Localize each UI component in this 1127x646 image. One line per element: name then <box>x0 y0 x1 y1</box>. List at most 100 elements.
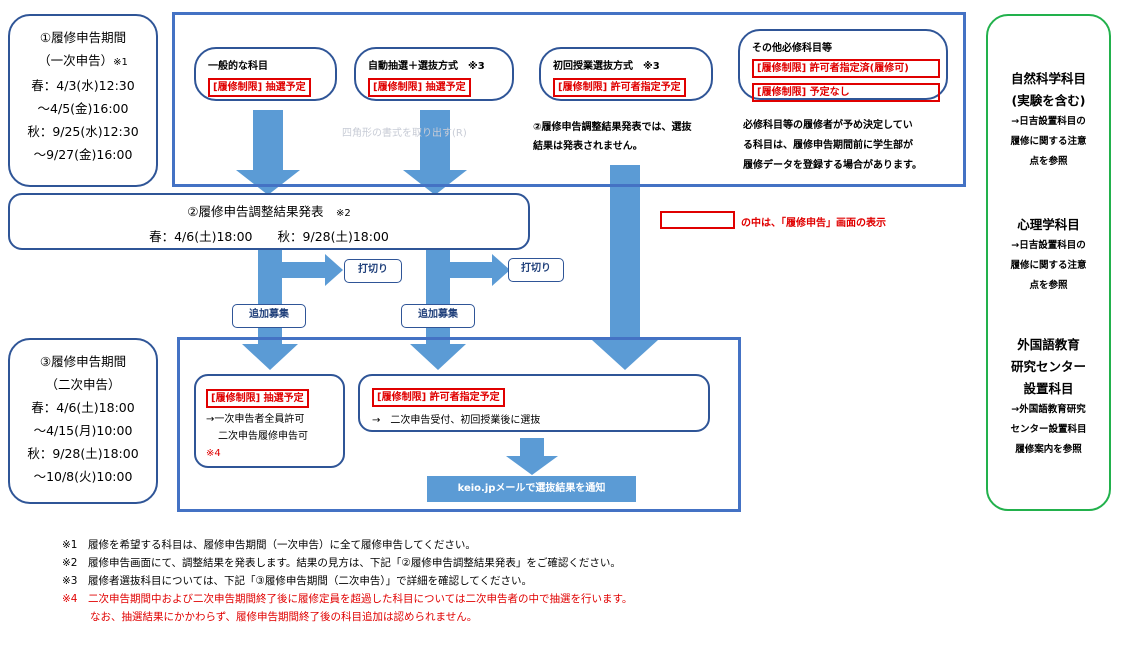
period3-spring-end: 〜4/15(月)10:00 <box>33 423 133 438</box>
footnote-1-text: 履修を希望する科目は、履修申告期間（一次申告）に全て履修申告してください。 <box>87 539 476 551</box>
cutoff-tag-1: 打切り <box>344 259 402 283</box>
category-first-class-label: 初回授業選抜方式 <box>553 61 633 72</box>
second-lottery-box: [履修制限] 抽選予定 →一次申告者全員許可 二次申告履修申告可 ※4 <box>194 374 345 468</box>
second-permit-box: [履修制限] 許可者指定予定 → 二次申告受付、初回授業後に選抜 <box>358 374 710 432</box>
period1-spring-end: 〜4/5(金)16:00 <box>37 101 129 116</box>
result-autumn: 秋：9/28(土)18:00 <box>277 229 389 244</box>
subject-psychology: 心理学科目 →日吉設置科目の 履修に関する注意 点を参照 <box>988 214 1109 296</box>
arrow-cutoff-2 <box>450 254 510 286</box>
notice-required-line1: 必修科目等の履修者が予め決定してい <box>743 120 913 131</box>
subject-natural-science-sub-2: 履修に関する注意 <box>1010 136 1087 147</box>
footnote-1: ※1 履修を希望する科目は、履修申告期間（一次申告）に全て履修申告してください。 <box>62 536 632 554</box>
footnotes: ※1 履修を希望する科目は、履修申告期間（一次申告）に全て履修申告してください。… <box>62 536 632 626</box>
subject-natural-science-title-1: 自然科学科目 <box>1010 71 1086 86</box>
arrow-first-class-to-second <box>592 165 658 370</box>
subject-foreign-language-title-3: 設置科目 <box>1023 381 1074 396</box>
subject-natural-science-sub-3: 点を参照 <box>1029 156 1068 167</box>
notice-first-class: ②履修申告調整結果発表では、選抜 結果は発表されません。 <box>533 118 691 156</box>
result-spring: 春：4/6(土)18:00 <box>149 229 253 244</box>
result-mark: ※2 <box>335 208 351 219</box>
subject-psychology-sub-1: →日吉設置科目の <box>1011 240 1086 251</box>
period1-autumn-end: 〜9/27(金)16:00 <box>33 147 133 162</box>
mail-notice: keio.jpメールで選抜結果を通知 <box>427 476 636 502</box>
category-other-required: その他必修科目等 [履修制限] 許可者指定済(履修可) [履修制限] 予定なし <box>738 29 948 102</box>
notice-required: 必修科目等の履修者が予め決定してい る科目は、履修申告期間前に学生部が 履修デー… <box>743 116 922 176</box>
subject-psychology-sub-2: 履修に関する注意 <box>1010 260 1087 271</box>
period1-subtitle: （一次申告） <box>38 53 114 68</box>
category-frame <box>172 12 966 187</box>
notice-first-class-line1: ②履修申告調整結果発表では、選抜 <box>533 122 692 133</box>
subject-natural-science-sub-1: →日吉設置科目の <box>1011 116 1086 127</box>
period3-box: ③履修申告期間 （二次申告） 春：4/6(土)18:00 〜4/15(月)10:… <box>8 338 158 504</box>
subject-psychology-title-1: 心理学科目 <box>1017 217 1080 232</box>
footnote-4-mark: ※4 <box>62 593 78 605</box>
category-first-class-mark: ※3 <box>643 61 660 72</box>
category-auto-label: 自動抽選＋選抜方式 <box>368 61 458 72</box>
subject-psychology-sub-3: 点を参照 <box>1029 280 1068 291</box>
subject-foreign-language: 外国語教育 研究センター 設置科目 →外国語教育研究 センター設置科目 履修案内… <box>988 334 1109 460</box>
footnote-3: ※3 履修者選抜科目については、下記「③履修申告期間（二次申告）」で詳細を確認し… <box>62 572 632 590</box>
period3-autumn-end: 〜10/8(火)10:00 <box>33 469 133 484</box>
additional-tag-1: 追加募集 <box>232 304 306 328</box>
period3-subtitle: （二次申告） <box>45 377 121 392</box>
legend-swatch <box>660 211 735 229</box>
second-lottery-line1: →一次申告者全員許可 <box>206 414 305 425</box>
arrow-cutoff-1 <box>282 254 343 286</box>
category-general-tag: [履修制限] 抽選予定 <box>208 78 311 97</box>
footnote-3-text: 履修者選抜科目については、下記「③履修申告期間（二次申告）」で詳細を確認してくだ… <box>87 575 532 587</box>
footnote-2: ※2 履修申告画面にて、調整結果を発表します。結果の見方は、下記「②履修申告調整… <box>62 554 632 572</box>
second-lottery-mark: ※4 <box>206 448 221 459</box>
result-title: ②履修申告調整結果発表 <box>187 204 324 219</box>
subject-foreign-language-sub-3: 履修案内を参照 <box>1015 444 1082 455</box>
second-permit-tag: [履修制限] 許可者指定予定 <box>372 388 505 407</box>
footnote-4-text: 二次申告期間中および二次申告期間終了後に履修定員を超過した科目については二次申告… <box>87 593 633 605</box>
footnote-2-text: 履修申告画面にて、調整結果を発表します。結果の見方は、下記「②履修申告調整結果発… <box>87 557 621 569</box>
category-auto: 自動抽選＋選抜方式 ※3 [履修制限] 抽選予定 <box>354 47 514 101</box>
footnote-1-mark: ※1 <box>62 539 78 551</box>
subject-foreign-language-sub-1: →外国語教育研究 <box>1011 404 1086 415</box>
period1-spring-start: 春：4/3(水)12:30 <box>31 78 135 93</box>
footnote-3-mark: ※3 <box>62 575 78 587</box>
second-permit-line1: → 二次申告受付、初回授業後に選抜 <box>372 415 541 426</box>
notice-first-class-line2: 結果は発表されません。 <box>533 141 643 152</box>
footnote-5: なお、抽選結果にかかわらず、履修申告期間終了後の科目追加は認められません。 <box>62 608 632 626</box>
period1-box: ①履修申告期間 （一次申告）※1 春：4/3(水)12:30 〜4/5(金)16… <box>8 14 158 187</box>
period3-spring-start: 春：4/6(土)18:00 <box>31 400 135 415</box>
category-auto-mark: ※3 <box>468 61 485 72</box>
notice-required-line3: 履修データを登録する場合があります。 <box>743 160 922 171</box>
footnote-2-mark: ※2 <box>62 557 78 569</box>
category-other-required-tag2: [履修制限] 予定なし <box>752 83 940 102</box>
notice-required-line2: る科目は、履修申告期間前に学生部が <box>743 140 913 151</box>
period1-autumn-start: 秋：9/25(水)12:30 <box>27 124 139 139</box>
ghost-text: 四角形の書式を取り出す(R) <box>342 128 467 139</box>
period1-title: ①履修申告期間 <box>39 30 127 45</box>
legend-text: の中は、「履修申告」画面の表示 <box>741 218 886 229</box>
category-other-required-tag1: [履修制限] 許可者指定済(履修可) <box>752 59 940 78</box>
cutoff-tag-2: 打切り <box>508 258 564 282</box>
category-general-label: 一般的な科目 <box>208 61 268 72</box>
subject-natural-science-title-2: (実験を含む) <box>1011 93 1086 108</box>
subject-foreign-language-sub-2: センター設置科目 <box>1010 424 1087 435</box>
period3-title: ③履修申告期間 <box>39 354 127 369</box>
category-first-class: 初回授業選抜方式 ※3 [履修制限] 許可者指定予定 <box>539 47 713 101</box>
second-period-frame <box>177 337 741 512</box>
subject-foreign-language-title-2: 研究センター <box>1010 359 1086 374</box>
arrow-general-to-result <box>236 110 300 195</box>
period1-note-mark: ※1 <box>113 57 128 68</box>
result-box: ②履修申告調整結果発表 ※2 春：4/6(土)18:00 秋：9/28(土)18… <box>8 193 530 250</box>
category-other-required-label: その他必修科目等 <box>752 43 832 54</box>
category-general: 一般的な科目 [履修制限] 抽選予定 <box>194 47 337 101</box>
category-first-class-tag: [履修制限] 許可者指定予定 <box>553 78 686 97</box>
subjects-panel: 自然科学科目 (実験を含む) →日吉設置科目の 履修に関する注意 点を参照 心理… <box>986 14 1111 511</box>
arrow-to-mail <box>506 438 558 475</box>
period3-autumn-start: 秋：9/28(土)18:00 <box>27 446 139 461</box>
additional-tag-2: 追加募集 <box>401 304 475 328</box>
footnote-4: ※4 二次申告期間中および二次申告期間終了後に履修定員を超過した科目については二… <box>62 590 632 608</box>
arrow-auto-to-result <box>403 110 467 195</box>
subject-natural-science: 自然科学科目 (実験を含む) →日吉設置科目の 履修に関する注意 点を参照 <box>988 68 1109 172</box>
category-auto-tag: [履修制限] 抽選予定 <box>368 78 471 97</box>
footnote-5-text: なお、抽選結果にかかわらず、履修申告期間終了後の科目追加は認められません。 <box>90 611 478 623</box>
second-lottery-line2: 二次申告履修申告可 <box>218 431 308 442</box>
subject-foreign-language-title-1: 外国語教育 <box>1017 337 1080 352</box>
second-lottery-tag: [履修制限] 抽選予定 <box>206 389 309 408</box>
